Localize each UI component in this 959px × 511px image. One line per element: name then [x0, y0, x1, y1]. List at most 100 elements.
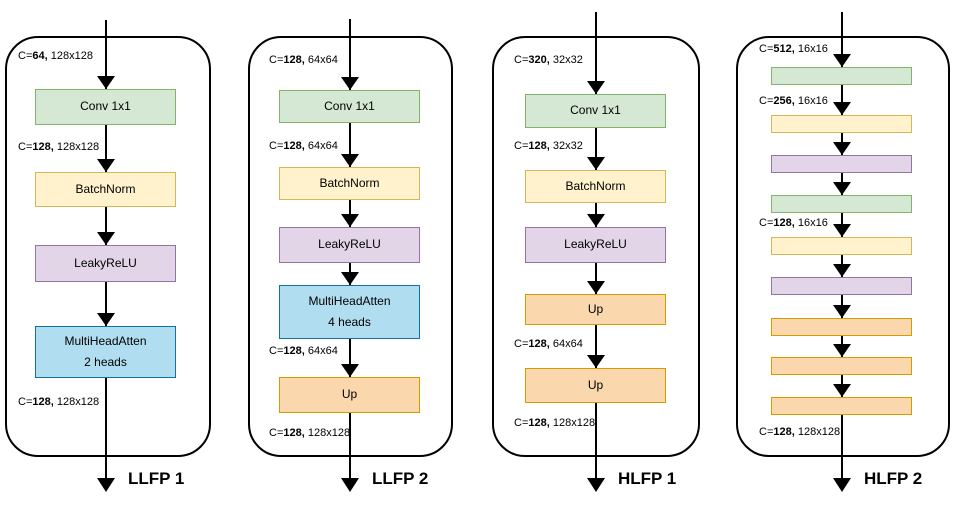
label-channels: 64, [32, 50, 48, 62]
multiheadatten-box: MultiHeadAtten 2 heads [35, 326, 176, 378]
box-label: BatchNorm [319, 175, 380, 190]
label-channels: 128, [283, 140, 305, 152]
box-label: MultiHeadAtten [308, 293, 391, 308]
channel-size-label: C=128, 64x64 [514, 338, 583, 350]
label-prefix: C= [514, 417, 529, 429]
label-prefix: C= [514, 338, 529, 350]
purple-layer-box [771, 155, 912, 173]
label-channels: 256, [773, 95, 795, 107]
panel-name-label: LLFP 1 [128, 469, 185, 488]
box-label: 4 heads [328, 315, 371, 330]
up-box: Up [525, 294, 666, 325]
label-channels: 512, [773, 43, 795, 55]
label-size: 64x64 [304, 140, 338, 152]
channel-size-label: C=256, 16x16 [759, 95, 828, 107]
leakyrelu-box: LeakyReLU [35, 245, 176, 282]
label-channels: 128, [32, 396, 54, 408]
orange-layer-box [771, 318, 912, 336]
conv-1x1-box: Conv 1x1 [279, 90, 420, 123]
label-prefix: C= [759, 217, 774, 229]
label-size: 16x16 [794, 217, 828, 229]
label-size: 32x32 [549, 140, 583, 152]
channel-size-label: C=128, 64x64 [269, 140, 338, 152]
arrow-down-icon [97, 313, 115, 326]
box-label: Up [587, 377, 604, 392]
box-label: BatchNorm [565, 178, 626, 193]
label-prefix: C= [18, 141, 33, 153]
arrow-down-icon [833, 344, 851, 357]
label-channels: 320, [528, 54, 550, 66]
channel-size-label: C=128, 16x16 [759, 217, 828, 229]
label-size: 128x128 [794, 426, 841, 438]
label-size: 64x64 [549, 338, 583, 350]
orange-layer-box [771, 357, 912, 375]
label-prefix: C= [18, 50, 33, 62]
channel-size-label: C=128, 128x128 [18, 141, 99, 153]
arrow-down-icon [341, 272, 359, 285]
arrow-down-icon [587, 214, 605, 227]
channel-size-label: C=320, 32x32 [514, 54, 583, 66]
label-channels: 128, [528, 140, 550, 152]
label-prefix: C= [514, 140, 529, 152]
arrow-down-icon [97, 159, 115, 172]
panel-frame [248, 36, 453, 457]
output-arrow-icon [97, 478, 115, 492]
label-prefix: C= [18, 396, 33, 408]
box-label: MultiHeadAtten [64, 333, 147, 348]
label-channels: 128, [283, 345, 305, 357]
label-prefix: C= [759, 43, 774, 55]
arrow-down-icon [833, 182, 851, 195]
output-arrow-icon [587, 478, 605, 492]
channel-size-label: C=128, 128x128 [18, 396, 99, 408]
box-label: 2 heads [84, 354, 127, 369]
panel-name-label: HLFP 1 [618, 469, 677, 488]
arrow-down-icon [341, 364, 359, 377]
arrow-down-icon [833, 384, 851, 397]
label-channels: 128, [528, 417, 550, 429]
batchnorm-box: BatchNorm [279, 167, 420, 200]
box-label: Up [341, 387, 358, 402]
orange-layer-box [771, 397, 912, 415]
label-size: 16x16 [794, 95, 828, 107]
panel-name-label: HLFP 2 [864, 469, 923, 488]
label-channels: 128, [528, 338, 550, 350]
arrow-down-icon [587, 355, 605, 368]
box-label: Up [587, 301, 604, 316]
label-prefix: C= [759, 95, 774, 107]
yellow-layer-box [771, 115, 912, 133]
panel-frame [492, 36, 700, 457]
arrow-down-icon [833, 305, 851, 318]
channel-size-label: C=128, 64x64 [269, 345, 338, 357]
yellow-layer-box [771, 237, 912, 255]
conv-1x1-box: Conv 1x1 [525, 94, 666, 128]
arrow-down-icon [833, 142, 851, 155]
up-box: Up [525, 368, 666, 403]
arrow-down-icon [97, 76, 115, 89]
label-channels: 128, [283, 54, 305, 66]
channel-size-label: C=128, 128x128 [514, 417, 595, 429]
box-label: LeakyReLU [564, 237, 627, 252]
label-size: 128x128 [47, 50, 93, 62]
output-arrow-icon [341, 478, 359, 492]
channel-size-label: C=512, 16x16 [759, 43, 828, 55]
label-size: 128x128 [549, 417, 596, 429]
label-size: 64x64 [304, 54, 338, 66]
box-label: BatchNorm [75, 181, 136, 196]
arrow-down-icon [833, 102, 851, 115]
batchnorm-box: BatchNorm [35, 172, 176, 207]
arrow-down-icon [587, 157, 605, 170]
box-label: LeakyReLU [318, 237, 381, 252]
channel-size-label: C=128, 32x32 [514, 140, 583, 152]
panel-frame [5, 36, 211, 457]
label-size: 32x32 [549, 54, 583, 66]
label-channels: 128, [32, 141, 54, 153]
box-label: LeakyReLU [74, 255, 137, 270]
label-prefix: C= [759, 426, 774, 438]
arrow-down-icon [833, 264, 851, 277]
label-prefix: C= [269, 345, 284, 357]
